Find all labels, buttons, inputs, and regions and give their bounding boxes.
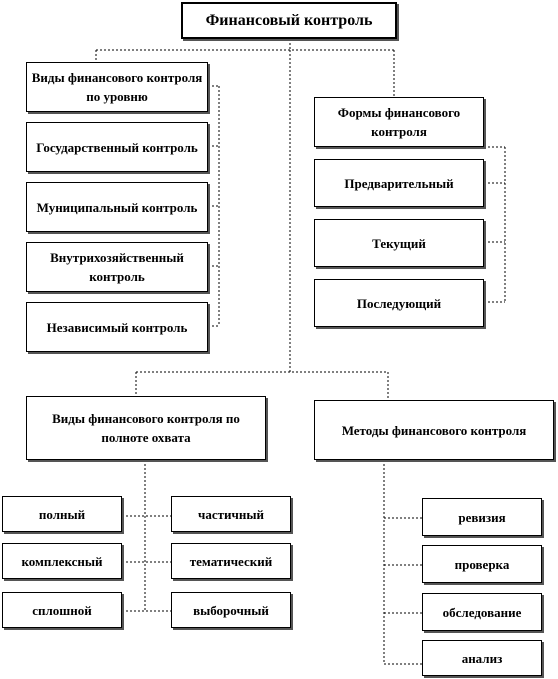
coverage-item-full: полный (2, 496, 122, 532)
methods-item-audit: ревизия (422, 498, 542, 536)
methods-heading: Методы финансового контроля (314, 400, 554, 460)
forms-item-preliminary: Предварительный (314, 159, 484, 207)
methods-item-analysis: анализ (422, 640, 542, 676)
methods-item-check: проверка (422, 545, 542, 583)
coverage-item-thematic: тематический (171, 543, 291, 579)
forms-heading: Формы финансового контроля (314, 97, 484, 147)
coverage-item-continuous: сплошной (2, 592, 122, 628)
methods-item-inspection: обследование (422, 593, 542, 631)
coverage-item-partial: частичный (171, 496, 291, 532)
level-item-municipal: Муниципальный контроль (26, 182, 208, 232)
forms-item-current: Текущий (314, 219, 484, 267)
coverage-heading: Виды финансового контроля по полноте охв… (26, 396, 266, 460)
title-box: Финансовый контроль (181, 2, 397, 39)
coverage-item-complex: комплексный (2, 543, 122, 579)
level-item-internal: Внутрихозяйственный контроль (26, 242, 208, 292)
forms-item-subsequent: Последующий (314, 279, 484, 327)
level-item-independent: Независимый контроль (26, 302, 208, 352)
level-heading: Виды финансового контроля по уровню (26, 62, 208, 112)
level-item-state: Государственный контроль (26, 122, 208, 172)
coverage-item-selective: выборочный (171, 592, 291, 628)
